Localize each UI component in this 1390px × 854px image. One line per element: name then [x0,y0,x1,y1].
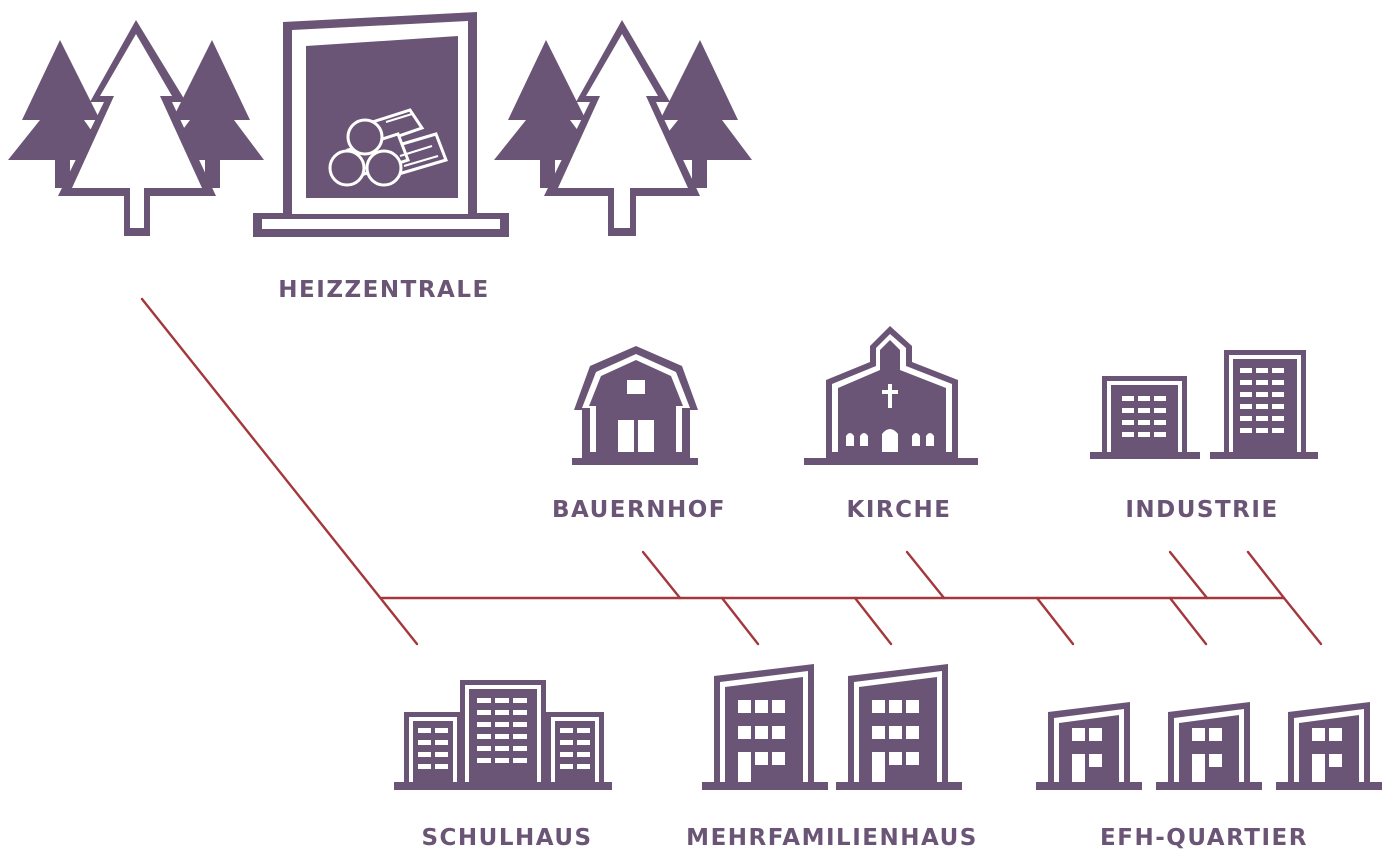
label-efh-quartier: EFH-Quartier [1100,825,1308,851]
pine-tree-icon [544,20,700,236]
label-mehrfamilienhaus: Mehrfamilienhaus [686,825,978,851]
label-industrie: Industrie [1125,497,1279,523]
pine-tree-icon [58,20,216,236]
heating-network-lines [140,297,1323,646]
branch-efh-2 [1168,596,1208,646]
label-bauernhof: Bauernhof [552,497,726,523]
branch-mfh-2 [853,596,893,646]
branch-kirche [905,550,946,600]
factory-icon [1090,350,1318,459]
label-kirche: Kirche [846,497,952,523]
label-heizzentrale: Heizzentrale [278,277,490,303]
branch-industrie-1 [1168,550,1209,600]
branch-efh-3 [1282,596,1323,646]
apartment-building-icon [836,664,962,790]
single-family-house-icon [1276,702,1382,790]
branch-efh-1 [1035,596,1075,646]
single-family-house-icon [1036,702,1142,790]
label-schulhaus: Schulhaus [421,825,593,851]
branch-bauernhof [641,550,682,600]
barn-icon [572,346,698,465]
apartment-building-icon [702,664,828,790]
woodpile-furnace-icon [253,12,509,237]
branch-industrie-2 [1246,550,1286,600]
church-icon [804,326,978,465]
single-family-house-icon [1156,702,1262,790]
branch-mfh-1 [720,596,760,646]
main-supply-line [140,297,419,646]
school-icon [394,680,612,790]
